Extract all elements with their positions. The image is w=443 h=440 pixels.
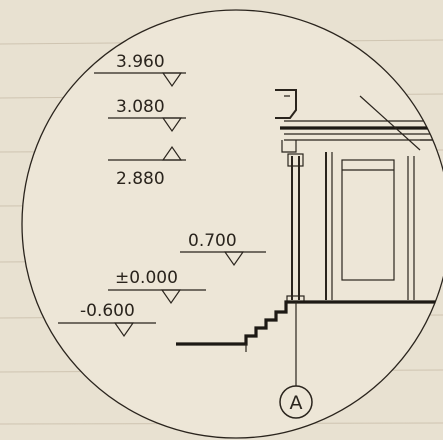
elevation-label: 3.960 <box>116 52 165 72</box>
elevation-label: 3.080 <box>116 97 165 117</box>
elevation-label: 0.700 <box>188 231 237 251</box>
grid-axis-label: A <box>290 392 303 414</box>
stair-profile <box>176 300 292 346</box>
elevation-triangle-down <box>161 72 183 88</box>
elevation-triangle-down <box>223 251 245 267</box>
elevation-triangle-down <box>113 322 135 338</box>
building-section <box>176 89 443 386</box>
elevation-label: 2.880 <box>116 169 165 189</box>
elevation-mark-3960: 3.960 <box>94 52 186 88</box>
elevation-mark-0700: 0.700 <box>180 231 266 267</box>
elevation-mark-2880: 2.880 <box>108 145 186 189</box>
elevation-triangle-down <box>160 289 182 305</box>
elevation-label: ±0.000 <box>115 268 178 288</box>
elevation-mark-0000: ±0.000 <box>108 268 206 305</box>
elevation-mark-3080: 3.080 <box>108 97 186 133</box>
detail-circle <box>21 9 443 439</box>
elevation-triangle-down <box>161 117 183 133</box>
grid-axis-circle <box>279 385 313 419</box>
parapet-outline <box>275 89 297 119</box>
grid-axis-bubble: A <box>279 385 313 419</box>
door-opening <box>341 159 395 281</box>
elevation-label: -0.600 <box>80 301 135 321</box>
elevation-mark-minus0600: -0.600 <box>58 301 156 338</box>
